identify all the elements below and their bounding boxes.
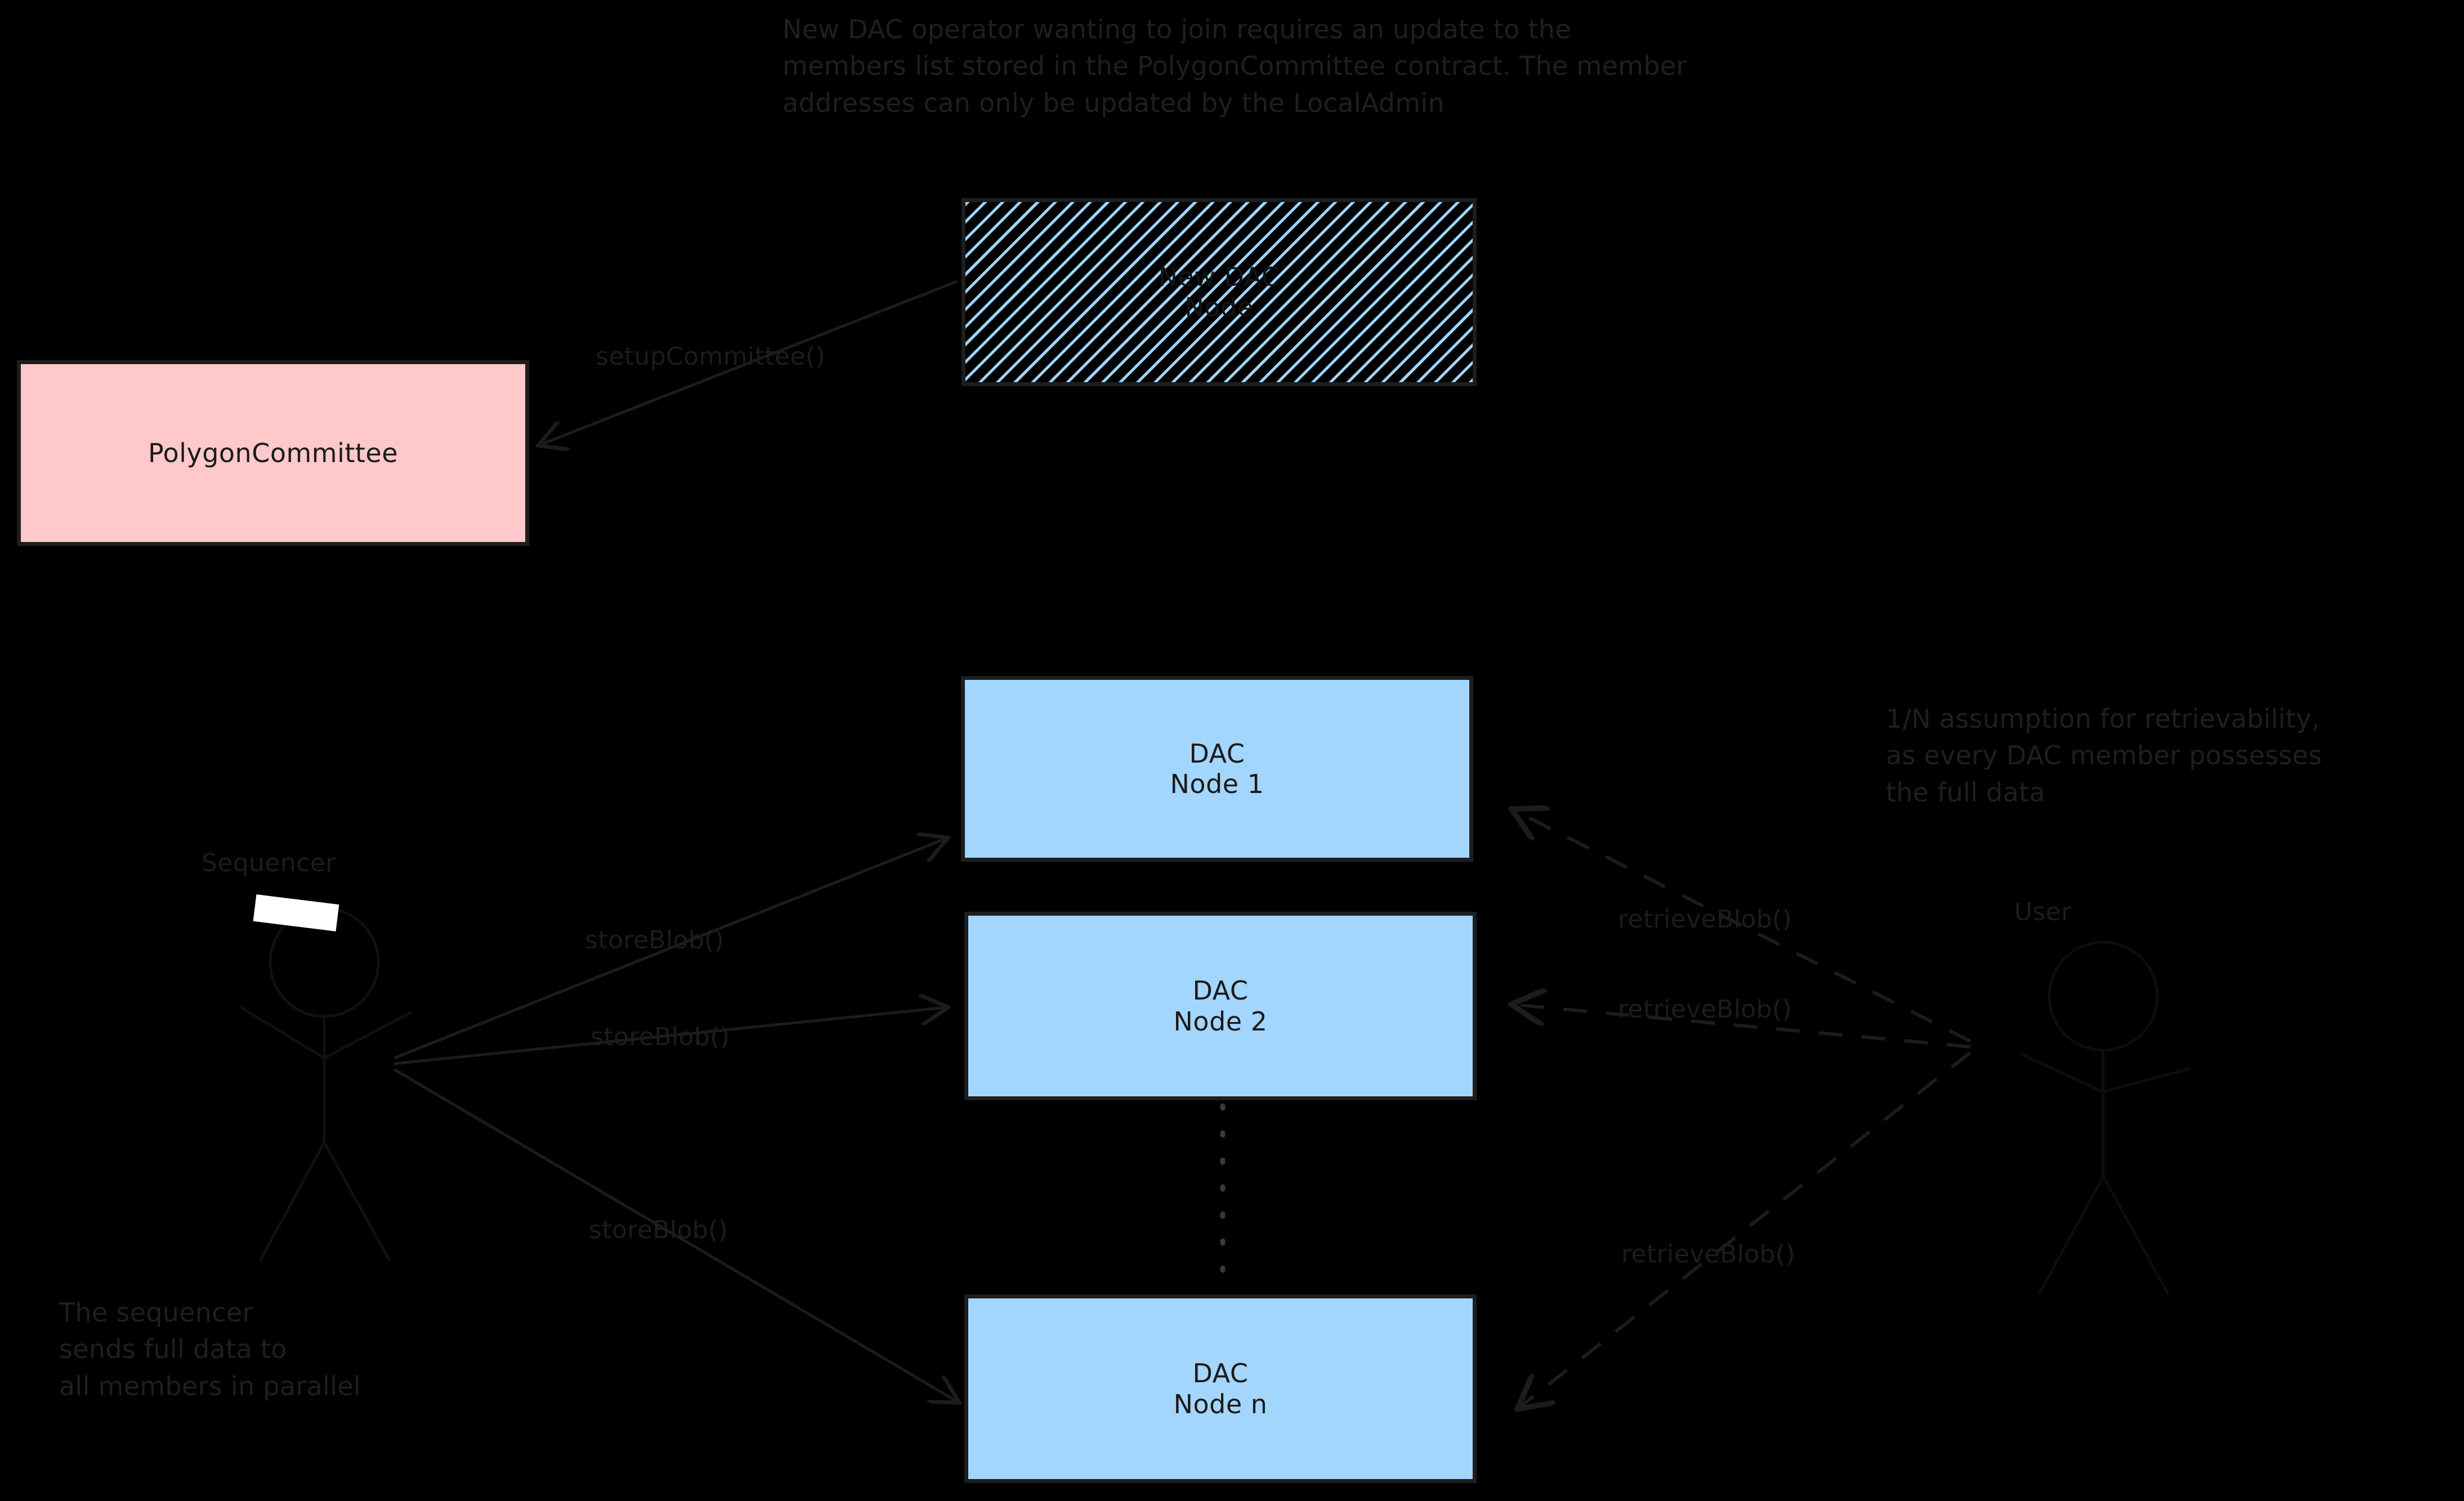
edge-label-store-blob-n: storeBlob() <box>589 1216 728 1244</box>
node-dac-node-2[interactable]: DAC Node 2 <box>964 912 1477 1100</box>
node-dac-node-n-label: DAC Node n <box>1173 1358 1268 1419</box>
edge-label-retrieve-blob-1: retrieveBlob() <box>1618 905 1792 934</box>
edge-label-retrieve-blob-2: retrieveBlob() <box>1618 995 1792 1024</box>
edge-retrieve-blob-2 <box>1514 1005 1971 1049</box>
edge-store-blob-n <box>393 1068 957 1401</box>
note-right: 1/N assumption for retrievability, as ev… <box>1886 704 2322 808</box>
node-dac-node-n[interactable]: DAC Node n <box>964 1294 1477 1483</box>
edge-store-blob-1 <box>393 839 946 1060</box>
edge-retrieve-blob-n <box>1520 1051 1971 1407</box>
sequencer-label: Sequencer <box>202 849 336 877</box>
user-figure <box>2019 940 2192 1296</box>
node-new-dac-node[interactable]: New DAC Node <box>962 198 1477 386</box>
user-label: User <box>2014 898 2072 926</box>
note-bottom-left: The sequencer sends full data to all mem… <box>59 1297 361 1401</box>
edge-setup-committee <box>540 280 958 445</box>
node-dac-node-1-label: DAC Node 1 <box>1170 738 1264 799</box>
edge-label-retrieve-blob-n: retrieveBlob() <box>1621 1240 1796 1269</box>
node-polygon-committee[interactable]: PolygonCommittee <box>17 360 529 546</box>
node-new-dac-node-label: New DAC Node <box>1158 261 1280 322</box>
edge-label-store-blob-2: storeBlob() <box>591 1023 730 1051</box>
node-dac-node-1[interactable]: DAC Node 1 <box>961 676 1473 862</box>
edge-label-setup-committee: setupCommittee() <box>596 342 826 371</box>
sequencer-figure <box>240 907 413 1262</box>
edge-label-store-blob-1: storeBlob() <box>585 926 725 955</box>
node-polygon-committee-label: PolygonCommittee <box>147 437 399 468</box>
note-top: New DAC operator wanting to join require… <box>782 14 1687 118</box>
edge-store-blob-2 <box>393 1007 946 1065</box>
node-dac-node-2-label: DAC Node 2 <box>1173 975 1268 1037</box>
